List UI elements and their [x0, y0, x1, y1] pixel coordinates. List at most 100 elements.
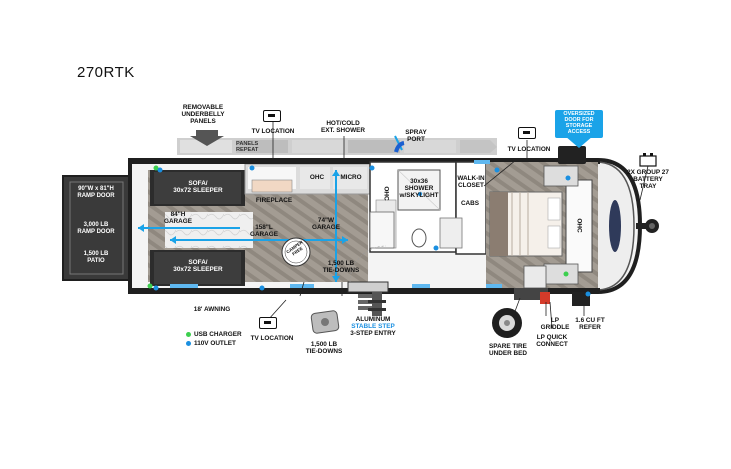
underbelly-arrow-icon — [190, 130, 224, 146]
legend-usb: USB CHARGER — [186, 331, 242, 338]
lp-griddle-label: LP GRIDDLE — [538, 317, 572, 331]
sofa-bottom-line-2: 30x72 SLEEPER — [173, 266, 223, 273]
step-line-1: ALUMINUM — [355, 316, 391, 323]
underbelly-line-2: UNDERBELLY — [181, 111, 225, 118]
legend-110v-text: 110V OUTLET — [194, 340, 236, 347]
step-line-2: STABLE STEP — [351, 323, 395, 330]
outlet-markers — [147, 165, 591, 297]
garage-158-line-2: GARAGE — [249, 231, 279, 238]
lp-quick-connect-label: LP QUICK CONNECT — [530, 334, 574, 348]
battery-line-3: TRAY — [639, 183, 657, 190]
battery-line-1: 2X GROUP 27 — [627, 169, 669, 176]
battery-icon — [639, 155, 657, 167]
fireplace — [251, 179, 293, 193]
awning-label: 18' AWNING — [193, 306, 231, 313]
garage-74-line-2: GARAGE — [311, 224, 341, 231]
refer-line-1: 1.6 CU FT — [575, 317, 605, 324]
aluminum-step-icon — [368, 292, 386, 316]
walkin-line-1: WALK-IN — [457, 175, 485, 182]
ext-shower-label: HOT/COLD EXT. SHOWER — [318, 120, 368, 134]
lp-griddle-line-2: GRIDDLE — [540, 324, 570, 331]
oversized-line-2: DOOR FOR — [564, 117, 594, 123]
tv-location-top-left: TV LOCATION — [251, 128, 295, 135]
ramp-door — [62, 175, 131, 281]
tv-icon — [259, 317, 277, 329]
walkin-line-2: CLOSET — [458, 182, 484, 189]
lp-quick-line-2: CONNECT — [536, 341, 568, 348]
tie-downs-bottom-line-1: 1,500 LB — [310, 341, 338, 348]
ramp-door-size-label: 90"W x 81"H RAMP DOOR — [66, 186, 126, 200]
battery-line-2: BATTERY — [633, 176, 663, 183]
patio-line-2: PATIO — [87, 258, 105, 264]
garage-84-line-2: GARAGE — [163, 218, 193, 225]
underbelly-panels — [177, 138, 497, 155]
garage-84-line-1: 84"H — [170, 211, 186, 218]
spare-line-2: UNDER BED — [489, 350, 527, 357]
oversized-line-3: STORAGE — [565, 123, 593, 129]
tie-downs-bottom-line-2: TIE-DOWNS — [305, 348, 343, 355]
ramp-size-line-1: 90"W x 81"H — [78, 186, 114, 192]
refer-label: 1.6 CU FT REFER — [568, 317, 612, 331]
step-line-3: 3-STEP ENTRY — [350, 330, 396, 337]
underbelly-line-1: REMOVABLE — [182, 104, 224, 111]
garage-74-line-1: 74"W — [317, 217, 335, 224]
panels-repeat-line-1: PANELS — [236, 141, 259, 147]
ramp-weight-line-1: 3,000 LB — [83, 222, 109, 228]
refer-line-2: REFER — [579, 324, 601, 331]
panels-repeat-line-2: REPEAT — [236, 147, 259, 153]
callout-arrow-icon — [565, 136, 593, 148]
legend-usb-text: USB CHARGER — [194, 331, 242, 338]
shower-size-line-2: SHOWER — [404, 185, 434, 192]
shower-size-line-1: 30x36 — [410, 178, 428, 185]
oversized-door-label: OVERSIZED DOOR FOR STORAGE ACCESS — [557, 111, 601, 135]
ramp-size-line-2: RAMP DOOR — [77, 193, 115, 199]
sofa-bottom — [150, 250, 245, 286]
underbelly-line-3: PANELS — [190, 118, 216, 125]
garage-158-line-1: 158"L — [255, 224, 273, 231]
oversized-line-4: ACCESS — [567, 129, 591, 135]
lp-quick-line-1: LP QUICK — [536, 334, 568, 341]
spray-line-1: SPRAY — [405, 129, 427, 136]
tie-downs-bottom-label: 1,500 LB TIE-DOWNS — [302, 341, 346, 355]
bathroom — [369, 161, 457, 253]
tie-downs-inside-label: 1,500 LB TIE-DOWNS — [318, 260, 364, 274]
underbelly-label: REMOVABLE UNDERBELLY PANELS — [178, 104, 228, 125]
garage-84-label: 84"H GARAGE — [160, 211, 196, 225]
aluminum-step-label: ALUMINUM STABLE STEP 3-STEP ENTRY — [348, 316, 398, 337]
tv-icon — [263, 110, 281, 122]
sofa-bottom-line-1: SOFA/ — [188, 259, 208, 266]
usb-dot-icon — [186, 331, 191, 337]
ohc-label-2: OHC — [382, 186, 390, 201]
spare-tire-label: SPARE TIRE UNDER BED — [484, 343, 532, 357]
sofa-top — [150, 170, 245, 206]
fireplace-label: FIREPLACE — [255, 197, 293, 204]
tie-downs-inside-line-1: 1,500 LB — [327, 260, 355, 267]
ohc-label-3: OHC — [575, 218, 583, 233]
garage-158-label: 158"L GARAGE — [244, 224, 284, 238]
spray-line-2: PORT — [407, 136, 425, 143]
camper-free-seal — [281, 237, 311, 267]
panels-repeat-label: PANELS REPEAT — [236, 141, 258, 153]
ext-shower-line-2: EXT. SHOWER — [320, 127, 366, 134]
tie-downs-inside-line-2: TIE-DOWNS — [322, 267, 360, 274]
spare-line-1: SPARE TIRE — [489, 343, 527, 350]
patio-line-1: 1,500 LB — [83, 251, 109, 257]
bed — [489, 191, 563, 257]
walkin-closet-label: WALK-IN CLOSET — [451, 175, 491, 189]
outlet-dot-icon — [186, 340, 191, 346]
sofa-top-line-1: SOFA/ — [188, 180, 208, 187]
sofa-top-label: SOFA/ 30x72 SLEEPER — [168, 180, 228, 194]
sofa-top-line-2: 30x72 SLEEPER — [173, 187, 223, 194]
ohc-label-1: OHC — [309, 174, 325, 181]
ext-shower-line-1: HOT/COLD — [326, 120, 360, 127]
spare-tire-icon — [492, 308, 522, 338]
ramp-door-weight-label: 3,000 LB RAMP DOOR — [66, 222, 126, 236]
oversized-line-1: OVERSIZED — [563, 111, 595, 117]
tie-down-icon — [310, 310, 340, 334]
sofa-bottom-label: SOFA/ 30x72 SLEEPER — [168, 259, 228, 273]
entry-door — [347, 281, 389, 293]
model-name: 270RTK — [77, 64, 135, 81]
patio-label: 1,500 LB PATIO — [66, 251, 126, 265]
shower-size-label: 30x36 SHOWER w/SKYLIGHT — [398, 178, 440, 199]
